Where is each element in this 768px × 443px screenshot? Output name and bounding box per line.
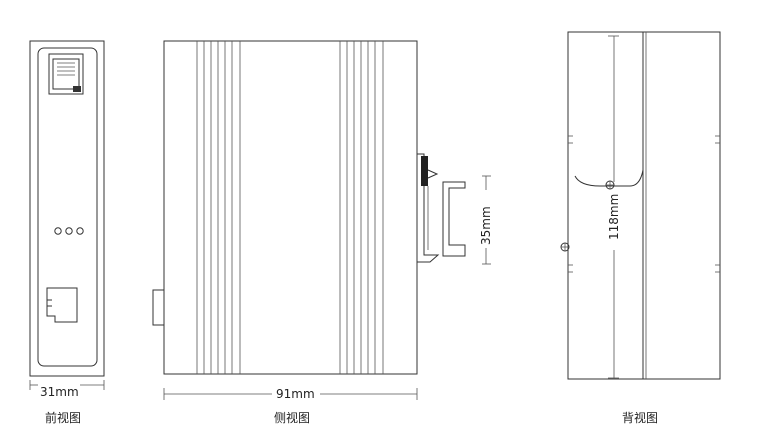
side-body xyxy=(163,40,418,375)
side-ribs-left xyxy=(196,41,241,374)
back-side-notches xyxy=(568,135,720,273)
led-2 xyxy=(65,227,73,235)
side-connector-tab xyxy=(152,289,165,326)
back-body xyxy=(567,31,721,380)
led-3 xyxy=(76,227,84,235)
back-view: 118mm 背视图 xyxy=(560,31,721,425)
depth-dimension-label: 91mm xyxy=(276,387,315,401)
depth-dimension-line xyxy=(163,388,418,400)
side-view: 35mm 91mm 侧视图 xyxy=(152,40,493,425)
height-dimension-line xyxy=(608,35,619,379)
din-rail-clip xyxy=(417,153,466,263)
rj45-port-icon xyxy=(48,53,84,95)
front-panel xyxy=(37,47,98,367)
ground-screw-icon xyxy=(560,242,570,252)
side-ribs-right xyxy=(339,41,384,374)
front-view-caption: 前视图 xyxy=(45,410,81,425)
rail-dimension-line xyxy=(482,175,491,265)
back-view-caption: 背视图 xyxy=(622,410,658,425)
width-dimension-label: 31mm xyxy=(40,385,79,399)
screw-icon xyxy=(605,180,615,190)
power-connector-icon xyxy=(46,287,78,323)
side-view-caption: 侧视图 xyxy=(274,410,310,425)
status-leds xyxy=(54,227,84,235)
height-dimension-label: 118mm xyxy=(607,194,621,240)
back-clip-arc xyxy=(574,169,644,187)
front-view: 31mm 前视图 xyxy=(29,40,105,425)
front-outer-frame xyxy=(29,40,105,377)
width-dimension-line xyxy=(29,380,105,390)
led-1 xyxy=(54,227,62,235)
rail-dimension-label: 35mm xyxy=(479,206,493,245)
